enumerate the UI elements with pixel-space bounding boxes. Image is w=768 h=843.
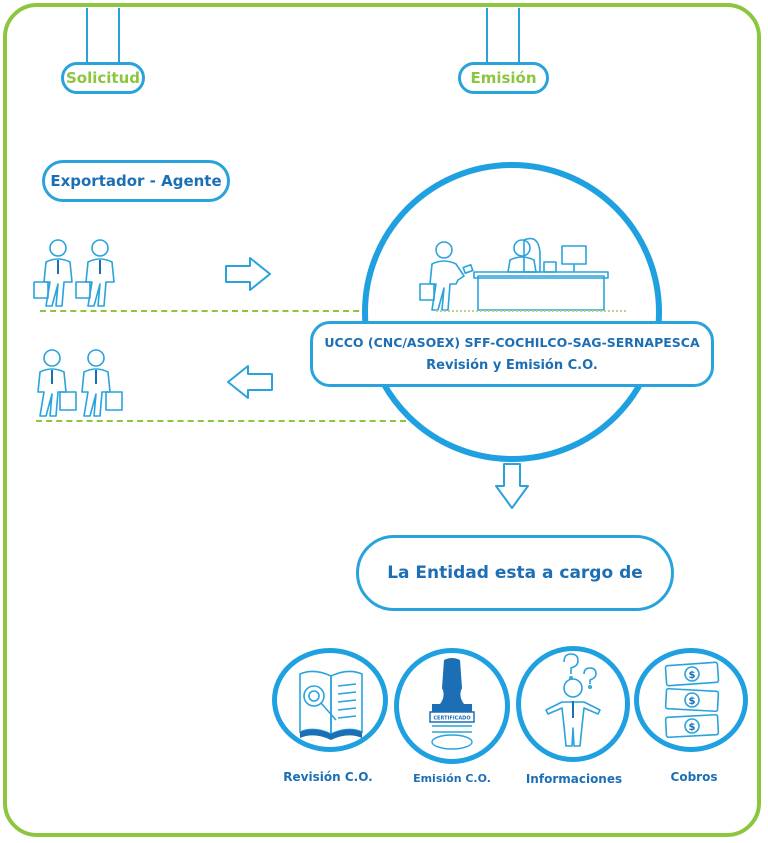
emision-tab: Emisión (458, 62, 549, 94)
flow-line-bottom (36, 420, 406, 422)
service-label-emision: Emisión C.O. (413, 772, 491, 785)
exporters-outgoing-icon (33, 239, 115, 307)
entity-name: UCCO (CNC/ASOEX) SFF-COCHILCO-SAG-SERNAP… (324, 335, 700, 350)
svg-text:$: $ (689, 696, 696, 707)
diagram-frame (3, 3, 761, 837)
actor-pill: Exportador - Agente (42, 160, 230, 202)
entity-box: UCCO (CNC/ASOEX) SFF-COCHILCO-SAG-SERNAP… (310, 321, 714, 387)
money-bills-icon: $ $ $ (664, 661, 720, 739)
solicitud-label: Solicitud (65, 69, 140, 87)
svg-text:$: $ (689, 670, 696, 681)
arrow-down-icon (495, 463, 529, 509)
office-counter-icon (419, 237, 609, 311)
responsibility-label: La Entidad esta a cargo de (387, 563, 643, 583)
actor-label: Exportador - Agente (50, 172, 222, 190)
service-label-revision: Revisión C.O. (283, 770, 373, 784)
service-label-cobros: Cobros (670, 770, 718, 784)
service-circle-cobros (634, 648, 748, 752)
book-magnifier-icon (299, 670, 363, 740)
solicitud-post (86, 8, 120, 64)
arrow-left-icon (227, 365, 273, 399)
stamp-text: CERTIFICADO (433, 716, 470, 722)
exporters-returning-icon (37, 349, 123, 417)
emision-label: Emisión (470, 69, 537, 87)
svg-text:$: $ (689, 722, 696, 733)
flow-line-office (436, 310, 626, 312)
flow-line-top (40, 310, 440, 312)
arrow-right-icon (225, 257, 271, 291)
service-label-informaciones: Informaciones (525, 772, 623, 786)
office-circle (362, 162, 662, 462)
entity-role: Revisión y Emisión C.O. (426, 358, 598, 373)
emision-post (486, 8, 520, 64)
question-person-icon (545, 653, 601, 747)
certificate-stamp-icon: CERTIFICADO (429, 658, 475, 750)
solicitud-tab: Solicitud (61, 62, 145, 94)
responsibility-pill: La Entidad esta a cargo de (356, 535, 674, 611)
